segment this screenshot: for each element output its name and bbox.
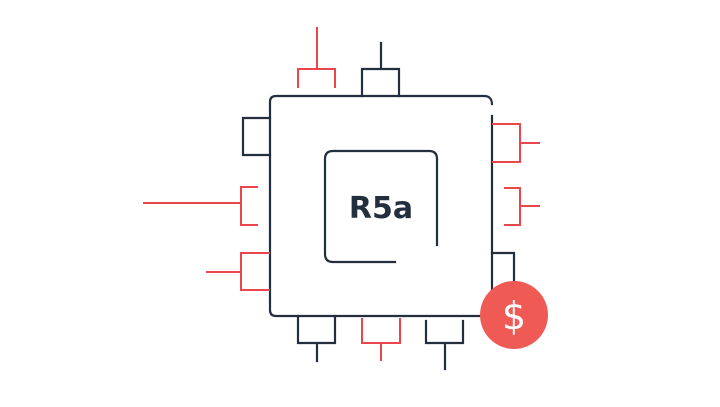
- left-red-bracket: [143, 186, 258, 226]
- chip-body: [268, 94, 494, 318]
- inner-core: [323, 149, 439, 264]
- left-red-pin: [206, 252, 270, 291]
- cost-badge: $: [480, 281, 548, 349]
- right-red-pin: [492, 123, 540, 163]
- bottom-dark-pin: [296, 314, 337, 363]
- top-dark-pin: [360, 41, 401, 98]
- dollar-icon: $: [502, 294, 526, 338]
- bottom-red-pin: [361, 318, 401, 361]
- left-dark-pin: [241, 116, 272, 157]
- right-red-bracket: [504, 187, 540, 226]
- chip-label: R5a: [349, 191, 413, 226]
- top-red-pin: [297, 27, 336, 88]
- right-dark-pin: [490, 251, 516, 284]
- bottom-dark-bracket: [424, 319, 465, 371]
